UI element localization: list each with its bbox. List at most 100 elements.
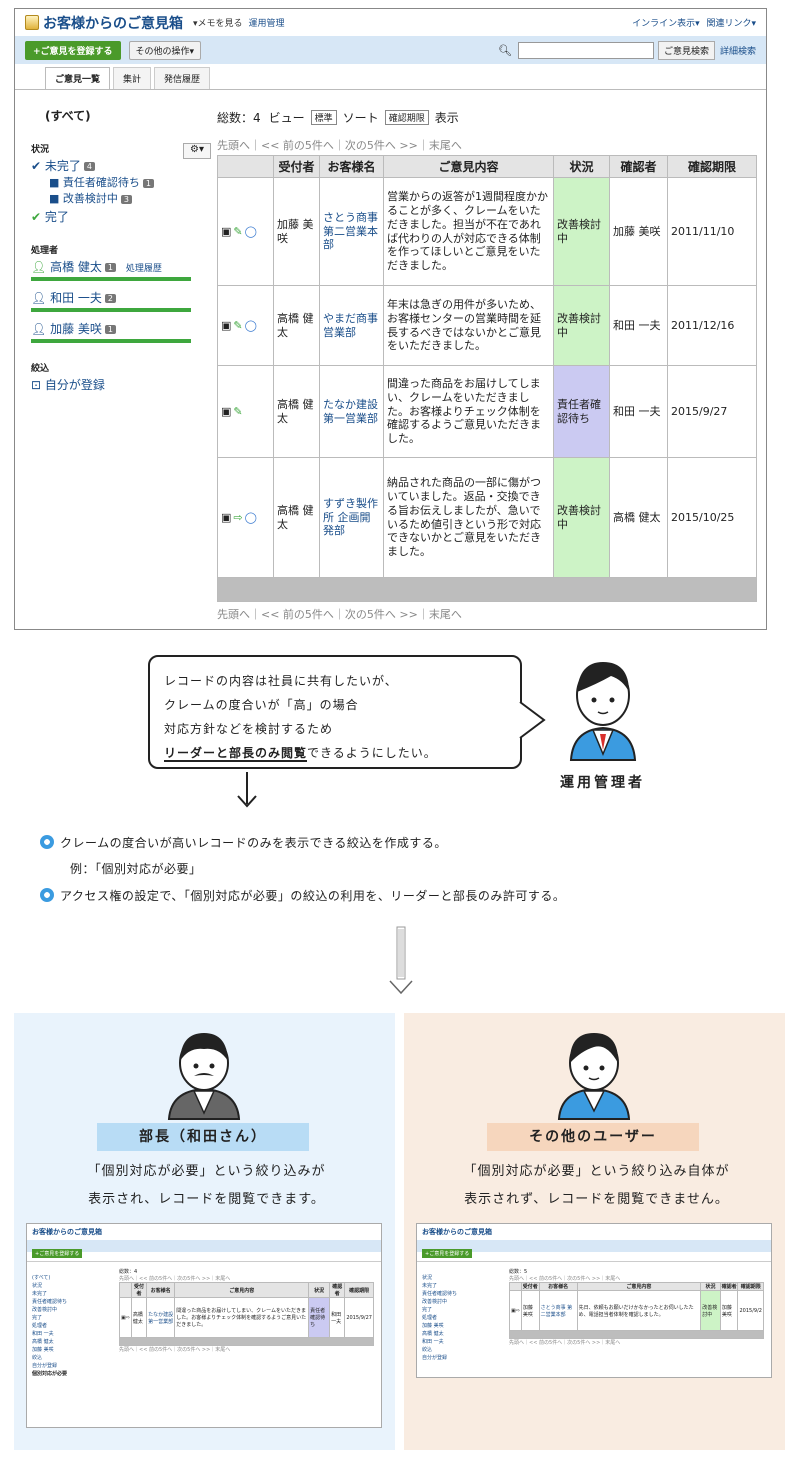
detail-icon: ▣: [221, 224, 232, 238]
other-user-description: 「個別対応が必要」という絞り込み自体が表示されず、レコードを閲覧できません。: [463, 1164, 730, 1207]
bubble-line: 対応方針などを検討するため: [164, 722, 334, 736]
comment-icon: ◯: [244, 318, 257, 332]
status-cell: 改善検討中: [553, 285, 610, 366]
role-manager: 部長（和田さん）: [97, 1123, 309, 1151]
search-icon: 🔍︎: [498, 43, 512, 57]
detail-icon: ▣: [221, 404, 232, 418]
tab-opinion-list[interactable]: ご意見一覧: [45, 67, 111, 89]
detail-icon: ▣: [221, 318, 232, 332]
other-operations-button[interactable]: その他の操作▾: [128, 40, 202, 60]
mini-table-row: ▣⇨加藤 美咲さとう商事 第二営業本部先日、依頼もお願いだけかなかったとお伺いし…: [509, 1290, 764, 1331]
customer-link[interactable]: さとう商事 第二営業本部: [319, 177, 384, 286]
search-input[interactable]: [517, 41, 654, 59]
records-table: 受付者 お客様名 ご意見内容 状況 確認者 確認期限 ▣✎◯ 加藤 美咲 さとう…: [217, 155, 757, 602]
point-1-example: 例：「個別対応が必要」: [70, 862, 202, 876]
inline-display-link[interactable]: インライン表示▾: [632, 19, 700, 29]
register-opinion-button[interactable]: +ご意見を登録する: [25, 40, 121, 60]
pager-bottom[interactable]: 先頭へ｜<< 前の5件へ｜次の5件へ >>｜末尾へ: [217, 608, 462, 621]
handler-bar: [31, 277, 191, 281]
table-row[interactable]: ▣⇨◯ 高橋 健太 すずき製作所 企画開発部 納品された商品の一部に傷がついてい…: [217, 457, 757, 578]
status-heading: 状況: [31, 145, 50, 155]
manager-description: 「個別対応が必要」という絞り込みが表示され、レコードを閲覧できます。: [87, 1164, 326, 1207]
advanced-search-link[interactable]: 詳細検索: [719, 46, 756, 57]
gear-icon[interactable]: ⚙▾: [183, 143, 211, 159]
col-checker[interactable]: 確認者: [609, 155, 668, 178]
other-user-mini-screenshot: お客様からのご意見箱 +ご意見を登録する 状況未完了責任者確認待ち 改善検討中完…: [416, 1223, 772, 1378]
table-footer: [217, 577, 757, 602]
col-receiver[interactable]: 受付者: [273, 155, 320, 178]
record-list: 総数：4 ビュー 標準 ソート 確認期限 表示 先頭へ｜<< 前の5件へ｜次の5…: [217, 107, 757, 622]
col-deadline[interactable]: 確認期限: [667, 155, 757, 178]
col-status[interactable]: 状況: [553, 155, 610, 178]
customer-link[interactable]: たなか建設 第一営業部: [319, 365, 384, 458]
sort-select[interactable]: 確認期限: [384, 109, 429, 125]
tab-summary[interactable]: 集計: [113, 67, 152, 89]
table-row[interactable]: ▣✎◯ 加藤 美咲 さとう商事 第二営業本部 営業からの返答が1週間程度かかるこ…: [217, 177, 757, 286]
admin-avatar-icon: [569, 662, 637, 761]
customer-link[interactable]: すずき製作所 企画開発部: [319, 457, 384, 578]
admin-link[interactable]: 運用管理: [248, 19, 285, 29]
row-icons[interactable]: ▣✎◯: [217, 285, 274, 366]
status-cell: 改善検討中: [553, 177, 610, 286]
col-customer[interactable]: お客様名: [319, 155, 384, 178]
filter-my-registered[interactable]: ⊡ 自分が登録: [31, 378, 105, 392]
detail-icon: ▣: [221, 510, 232, 524]
header-links: インライン表示▾ 関連リンク▾: [632, 16, 756, 29]
handler-bar: [31, 339, 191, 343]
toolbar: +ご意見を登録する その他の操作▾ 🔍︎ ご意見検索 詳細検索: [15, 36, 766, 64]
memo-link[interactable]: ▾メモを見る: [193, 19, 243, 29]
related-links[interactable]: 関連リンク▾: [706, 19, 756, 29]
search-button[interactable]: ご意見検索: [657, 40, 715, 60]
row-icons[interactable]: ▣⇨◯: [217, 457, 274, 578]
edit-icon: ✎: [233, 318, 243, 332]
other-user-panel: その他のユーザー 「個別対応が必要」という絞り込み自体が表示されず、レコードを閲…: [404, 1013, 785, 1450]
point-1: クレームの度合いが高いレコードのみを表示できる絞込を作成する。: [40, 834, 447, 851]
status-cell: 責任者確認待ち: [553, 365, 610, 458]
filter-all[interactable]: (すべて): [45, 109, 91, 123]
manager-mini-screenshot: お客様からのご意見箱 +ご意見を登録する (すべて)状況未完了 責任者確認待ち改…: [26, 1223, 382, 1428]
role-other-user: その他のユーザー: [487, 1123, 699, 1151]
bubble-line: レコードの内容は社員に共有したいが、: [164, 674, 398, 688]
comment-icon: ◯: [244, 224, 257, 238]
title-bar: お客様からのご意見箱 ▾メモを見る 運用管理 インライン表示▾ 関連リンク▾: [15, 9, 766, 36]
mini-list: 総数：5 先頭へ｜<< 前の5件へ｜次の5件へ >>｜末尾へ 受付者お客様名ご意…: [509, 1269, 764, 1346]
filter-heading: 絞込: [31, 364, 50, 374]
mini-filter-individual: 個別対応が必要: [32, 1371, 68, 1377]
history-link[interactable]: 処理履歴: [125, 264, 162, 274]
mini-table-row: ▣⇨高橋 健太たなか建設 第一営業部間違った商品をお届けしてしまい、クレームをい…: [119, 1297, 374, 1338]
row-icons[interactable]: ▣✎◯: [217, 177, 274, 286]
row-icons[interactable]: ▣✎: [217, 365, 274, 458]
view-select[interactable]: 標準: [310, 109, 337, 125]
forward-icon: ⇨: [233, 510, 243, 524]
status-cell: 改善検討中: [553, 457, 610, 578]
tab-bar: ご意見一覧 集計 発信履歴: [15, 64, 766, 90]
customer-link[interactable]: やまだ商事 営業部: [319, 285, 384, 366]
bubble-line: クレームの度合いが「高」の場合: [164, 698, 359, 712]
long-down-arrow-icon: [389, 926, 413, 995]
mini-sidebar: (すべて)状況未完了 責任者確認待ち改善検討中完了 処理者和田 一夫高橋 健太 …: [32, 1274, 112, 1378]
gear-icon: [40, 888, 54, 902]
tab-history[interactable]: 発信履歴: [154, 67, 211, 89]
table-row[interactable]: ▣✎ 高橋 健太 たなか建設 第一営業部 間違った商品をお届けしてしまい、クレー…: [217, 365, 757, 458]
book-icon: [25, 15, 39, 30]
mini-list: 総数：4 先頭へ｜<< 前の5件へ｜次の5件へ >>｜末尾へ 受付者お客様名ご意…: [119, 1269, 374, 1353]
comment-icon: ◯: [244, 510, 257, 524]
gear-icon: [40, 835, 54, 849]
edit-icon: ✎: [233, 404, 243, 418]
admin-caption: 運用管理者: [560, 775, 645, 791]
bubble-tail: [519, 701, 546, 739]
table-row[interactable]: ▣✎◯ 高橋 健太 やまだ商事 営業部 年末は急ぎの用件が多いため、お客様センタ…: [217, 285, 757, 366]
col-content[interactable]: ご意見内容: [383, 155, 554, 178]
edit-icon: ✎: [233, 224, 243, 238]
manager-avatar-icon: [167, 1033, 241, 1120]
status-complete[interactable]: ✔ 完了: [31, 210, 69, 224]
app-screenshot: お客様からのご意見箱 ▾メモを見る 運用管理 インライン表示▾ 関連リンク▾ +…: [14, 8, 767, 630]
other-user-avatar-icon: [557, 1033, 631, 1120]
pager-top[interactable]: 先頭へ｜<< 前の5件へ｜次の5件へ >>｜末尾へ: [217, 139, 462, 152]
